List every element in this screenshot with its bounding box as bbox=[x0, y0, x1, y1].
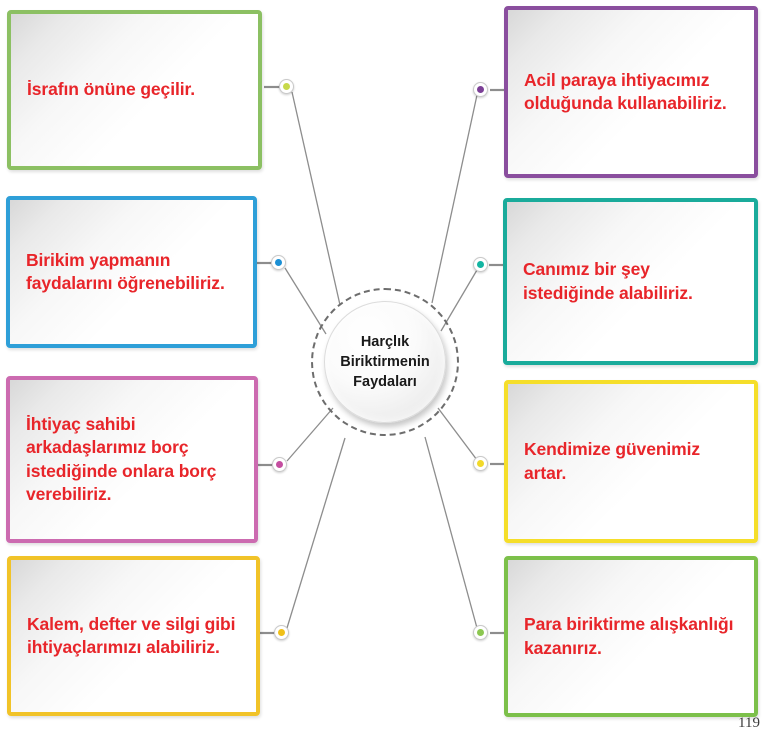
leader-line-birikim bbox=[284, 267, 327, 335]
node-box-kendimize-guven[interactable]: Kendimize güvenimiz artar. bbox=[504, 380, 758, 543]
node-box-israf[interactable]: İsrafın önüne geçilir. bbox=[7, 10, 262, 170]
center-hub[interactable]: Harçlık Biriktirmenin Faydaları bbox=[311, 288, 459, 436]
node-text-kendimize-guven: Kendimize güvenimiz artar. bbox=[524, 439, 701, 483]
center-hub-dashed-ring bbox=[311, 288, 459, 436]
node-text-para-biriktirme: Para biriktirme alışkanlığı kazanırız. bbox=[524, 614, 734, 658]
connector-dot-ihtiyac-sahibi bbox=[272, 457, 287, 472]
connector-dot-canimiz bbox=[473, 257, 488, 272]
node-text-ihtiyac-sahibi: İhtiyaç sahibi arkadaşlarımız borç isted… bbox=[26, 413, 217, 504]
connector-dot-para-biriktirme bbox=[473, 625, 488, 640]
node-text-birikim: Birikim yapmanın faydalarını öğrenebilir… bbox=[26, 249, 225, 293]
leader-line-acil bbox=[431, 94, 478, 304]
node-text-israf: İsrafın önüne geçilir. bbox=[27, 79, 195, 100]
center-hub-circle: Harçlık Biriktirmenin Faydaları bbox=[324, 301, 446, 423]
leader-line-kalem bbox=[286, 437, 346, 629]
connector-dot-birikim bbox=[271, 255, 286, 270]
node-text-canimiz: Canımız bir şey istediğinde alabiliriz. bbox=[523, 259, 693, 303]
node-box-para-biriktirme[interactable]: Para biriktirme alışkanlığı kazanırız. bbox=[504, 556, 758, 717]
center-hub-label: Harçlık Biriktirmenin Faydaları bbox=[340, 334, 430, 390]
node-box-acil-para[interactable]: Acil paraya ihtiyacımız olduğunda kullan… bbox=[504, 6, 758, 178]
connector-dot-israf bbox=[279, 79, 294, 94]
page-number: 119 bbox=[738, 715, 760, 731]
connector-dot-kalem-defter bbox=[274, 625, 289, 640]
node-text-acil-para: Acil paraya ihtiyacımız olduğunda kullan… bbox=[524, 69, 727, 113]
node-box-birikim[interactable]: Birikim yapmanın faydalarını öğrenebilir… bbox=[6, 196, 257, 348]
node-box-canimiz[interactable]: Canımız bir şey istediğinde alabiliriz. bbox=[503, 198, 758, 365]
node-box-ihtiyac-sahibi[interactable]: İhtiyaç sahibi arkadaşlarımız borç isted… bbox=[6, 376, 258, 543]
node-text-kalem-defter: Kalem, defter ve silgi gibi ihtiyaçlarım… bbox=[27, 613, 236, 657]
leader-line-ihtiyac bbox=[286, 407, 334, 462]
leader-line-israf bbox=[291, 91, 341, 306]
leader-line-kendimize bbox=[437, 407, 478, 461]
leader-line-para bbox=[424, 436, 478, 629]
connector-dot-kendimize-guven bbox=[473, 456, 488, 471]
node-box-kalem-defter[interactable]: Kalem, defter ve silgi gibi ihtiyaçlarım… bbox=[7, 556, 260, 716]
connector-dot-acil-para bbox=[473, 82, 488, 97]
